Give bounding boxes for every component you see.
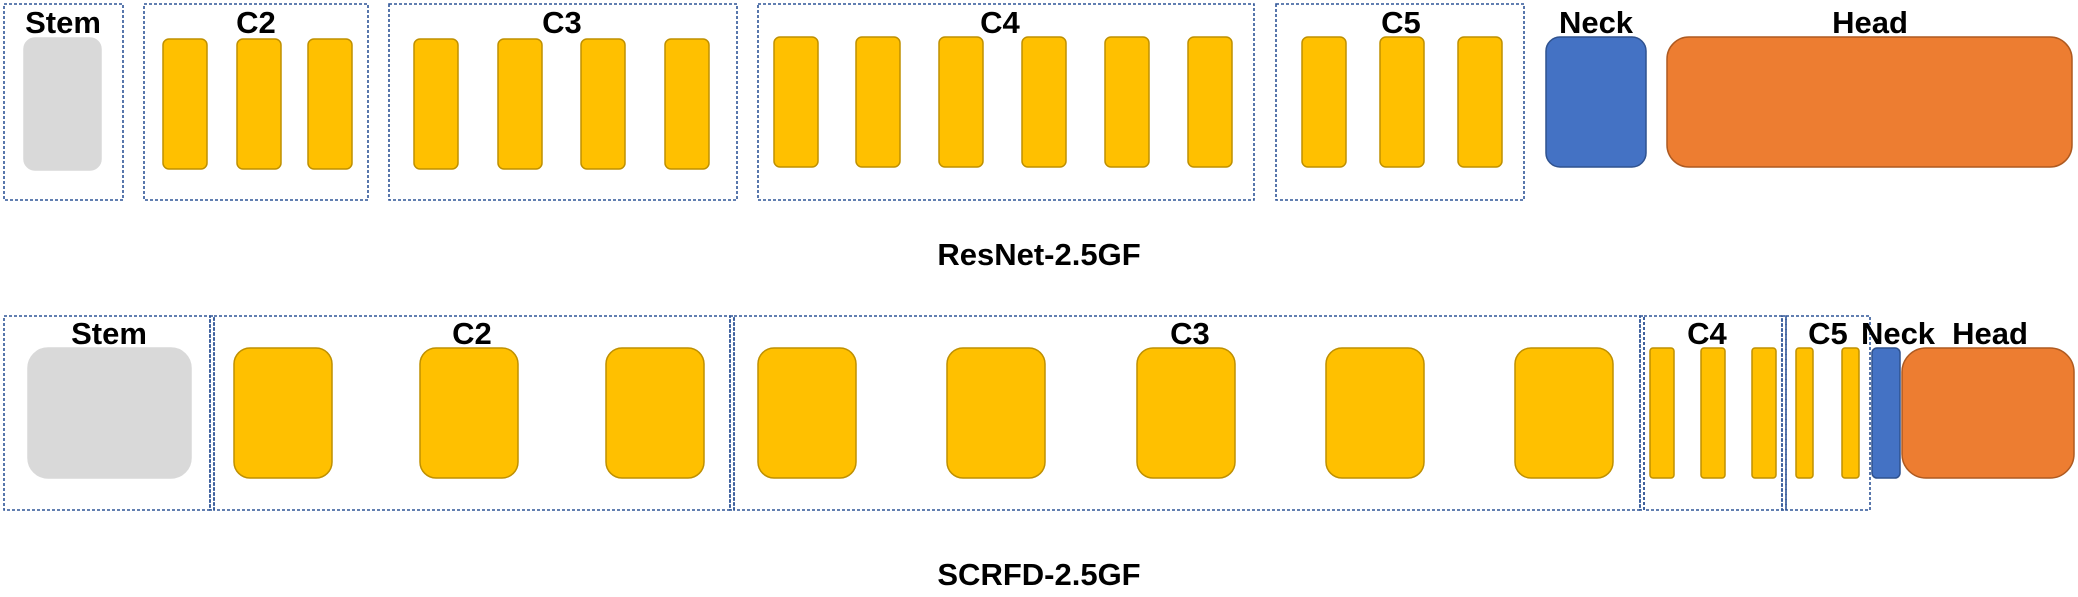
stage-box-inner	[1639, 315, 1645, 511]
conv-block	[1104, 36, 1150, 168]
conv-block	[1751, 347, 1777, 479]
stage-label: Stem	[71, 316, 147, 351]
conv-block	[938, 36, 984, 168]
conv-block	[605, 347, 705, 479]
head-label: Head	[1832, 5, 1908, 40]
conv-block	[1841, 347, 1860, 479]
conv-block	[1301, 36, 1347, 168]
stage-c2: C2	[143, 3, 369, 201]
stage-label: C4	[980, 5, 1020, 40]
head: Head	[1901, 316, 2075, 479]
stage-c5: C5	[1275, 3, 1525, 201]
stage-c4: C4	[757, 3, 1255, 201]
conv-block	[946, 347, 1046, 479]
stage-label: C2	[236, 5, 276, 40]
stage-c2: C2	[209, 315, 731, 511]
stage-box	[1785, 315, 1871, 511]
stage-c3: C3	[729, 315, 1641, 511]
network-name: SCRFD-2.5GF	[937, 557, 1140, 592]
neck-block	[1545, 36, 1647, 168]
stage-stem: Stem	[3, 3, 124, 201]
conv-block	[1187, 36, 1233, 168]
conv-block	[1514, 347, 1614, 479]
stage-label: C5	[1808, 316, 1848, 351]
network-name: ResNet-2.5GF	[937, 237, 1140, 272]
conv-block	[1457, 36, 1503, 168]
stage-c5: C5	[1781, 315, 1871, 511]
conv-block	[1325, 347, 1425, 479]
neck: Neck	[1545, 5, 1647, 168]
stage-box	[388, 3, 738, 201]
stage-box-inner	[729, 315, 735, 511]
conv-block	[413, 38, 459, 170]
stage-box-inner	[1781, 315, 1787, 511]
stage-stem: Stem	[3, 315, 211, 511]
stage-label: C3	[1170, 316, 1210, 351]
head-block	[1901, 347, 2075, 479]
stage-box	[757, 3, 1255, 201]
stage-box	[3, 315, 211, 511]
conv-block	[307, 38, 353, 170]
stage-c4: C4	[1639, 315, 1783, 511]
stage-label: C5	[1381, 5, 1421, 40]
conv-block	[497, 38, 543, 170]
conv-block	[162, 38, 208, 170]
stem-block	[27, 347, 192, 479]
stage-label: C4	[1687, 316, 1727, 351]
stage-label: Stem	[25, 5, 101, 40]
conv-block	[580, 38, 626, 170]
head: Head	[1666, 5, 2073, 168]
stem-block	[23, 37, 102, 171]
conv-block	[1649, 347, 1675, 479]
neck: Neck	[1861, 316, 1936, 479]
neck-label: Neck	[1861, 316, 1936, 351]
conv-block	[419, 347, 519, 479]
conv-block	[855, 36, 901, 168]
stage-box	[143, 3, 369, 201]
neck-label: Neck	[1559, 5, 1634, 40]
network-scrfd: Stem C2 C3 C4	[3, 315, 2075, 592]
conv-block	[1379, 36, 1425, 168]
conv-block	[757, 347, 857, 479]
stage-label: C3	[542, 5, 582, 40]
network-resnet: Stem C2 C3 C4	[3, 3, 2073, 272]
head-block	[1666, 36, 2073, 168]
neck-block	[1871, 347, 1901, 479]
stage-box	[1275, 3, 1525, 201]
conv-block	[773, 36, 819, 168]
stage-box-inner	[209, 315, 215, 511]
conv-block	[233, 347, 333, 479]
conv-block	[1021, 36, 1067, 168]
stage-label: C2	[452, 316, 492, 351]
conv-block	[236, 38, 282, 170]
stage-box	[3, 3, 124, 201]
conv-block	[1795, 347, 1814, 479]
head-label: Head	[1952, 316, 2028, 351]
conv-block	[1700, 347, 1726, 479]
stage-c3: C3	[388, 3, 738, 201]
conv-block	[664, 38, 710, 170]
conv-block	[1136, 347, 1236, 479]
